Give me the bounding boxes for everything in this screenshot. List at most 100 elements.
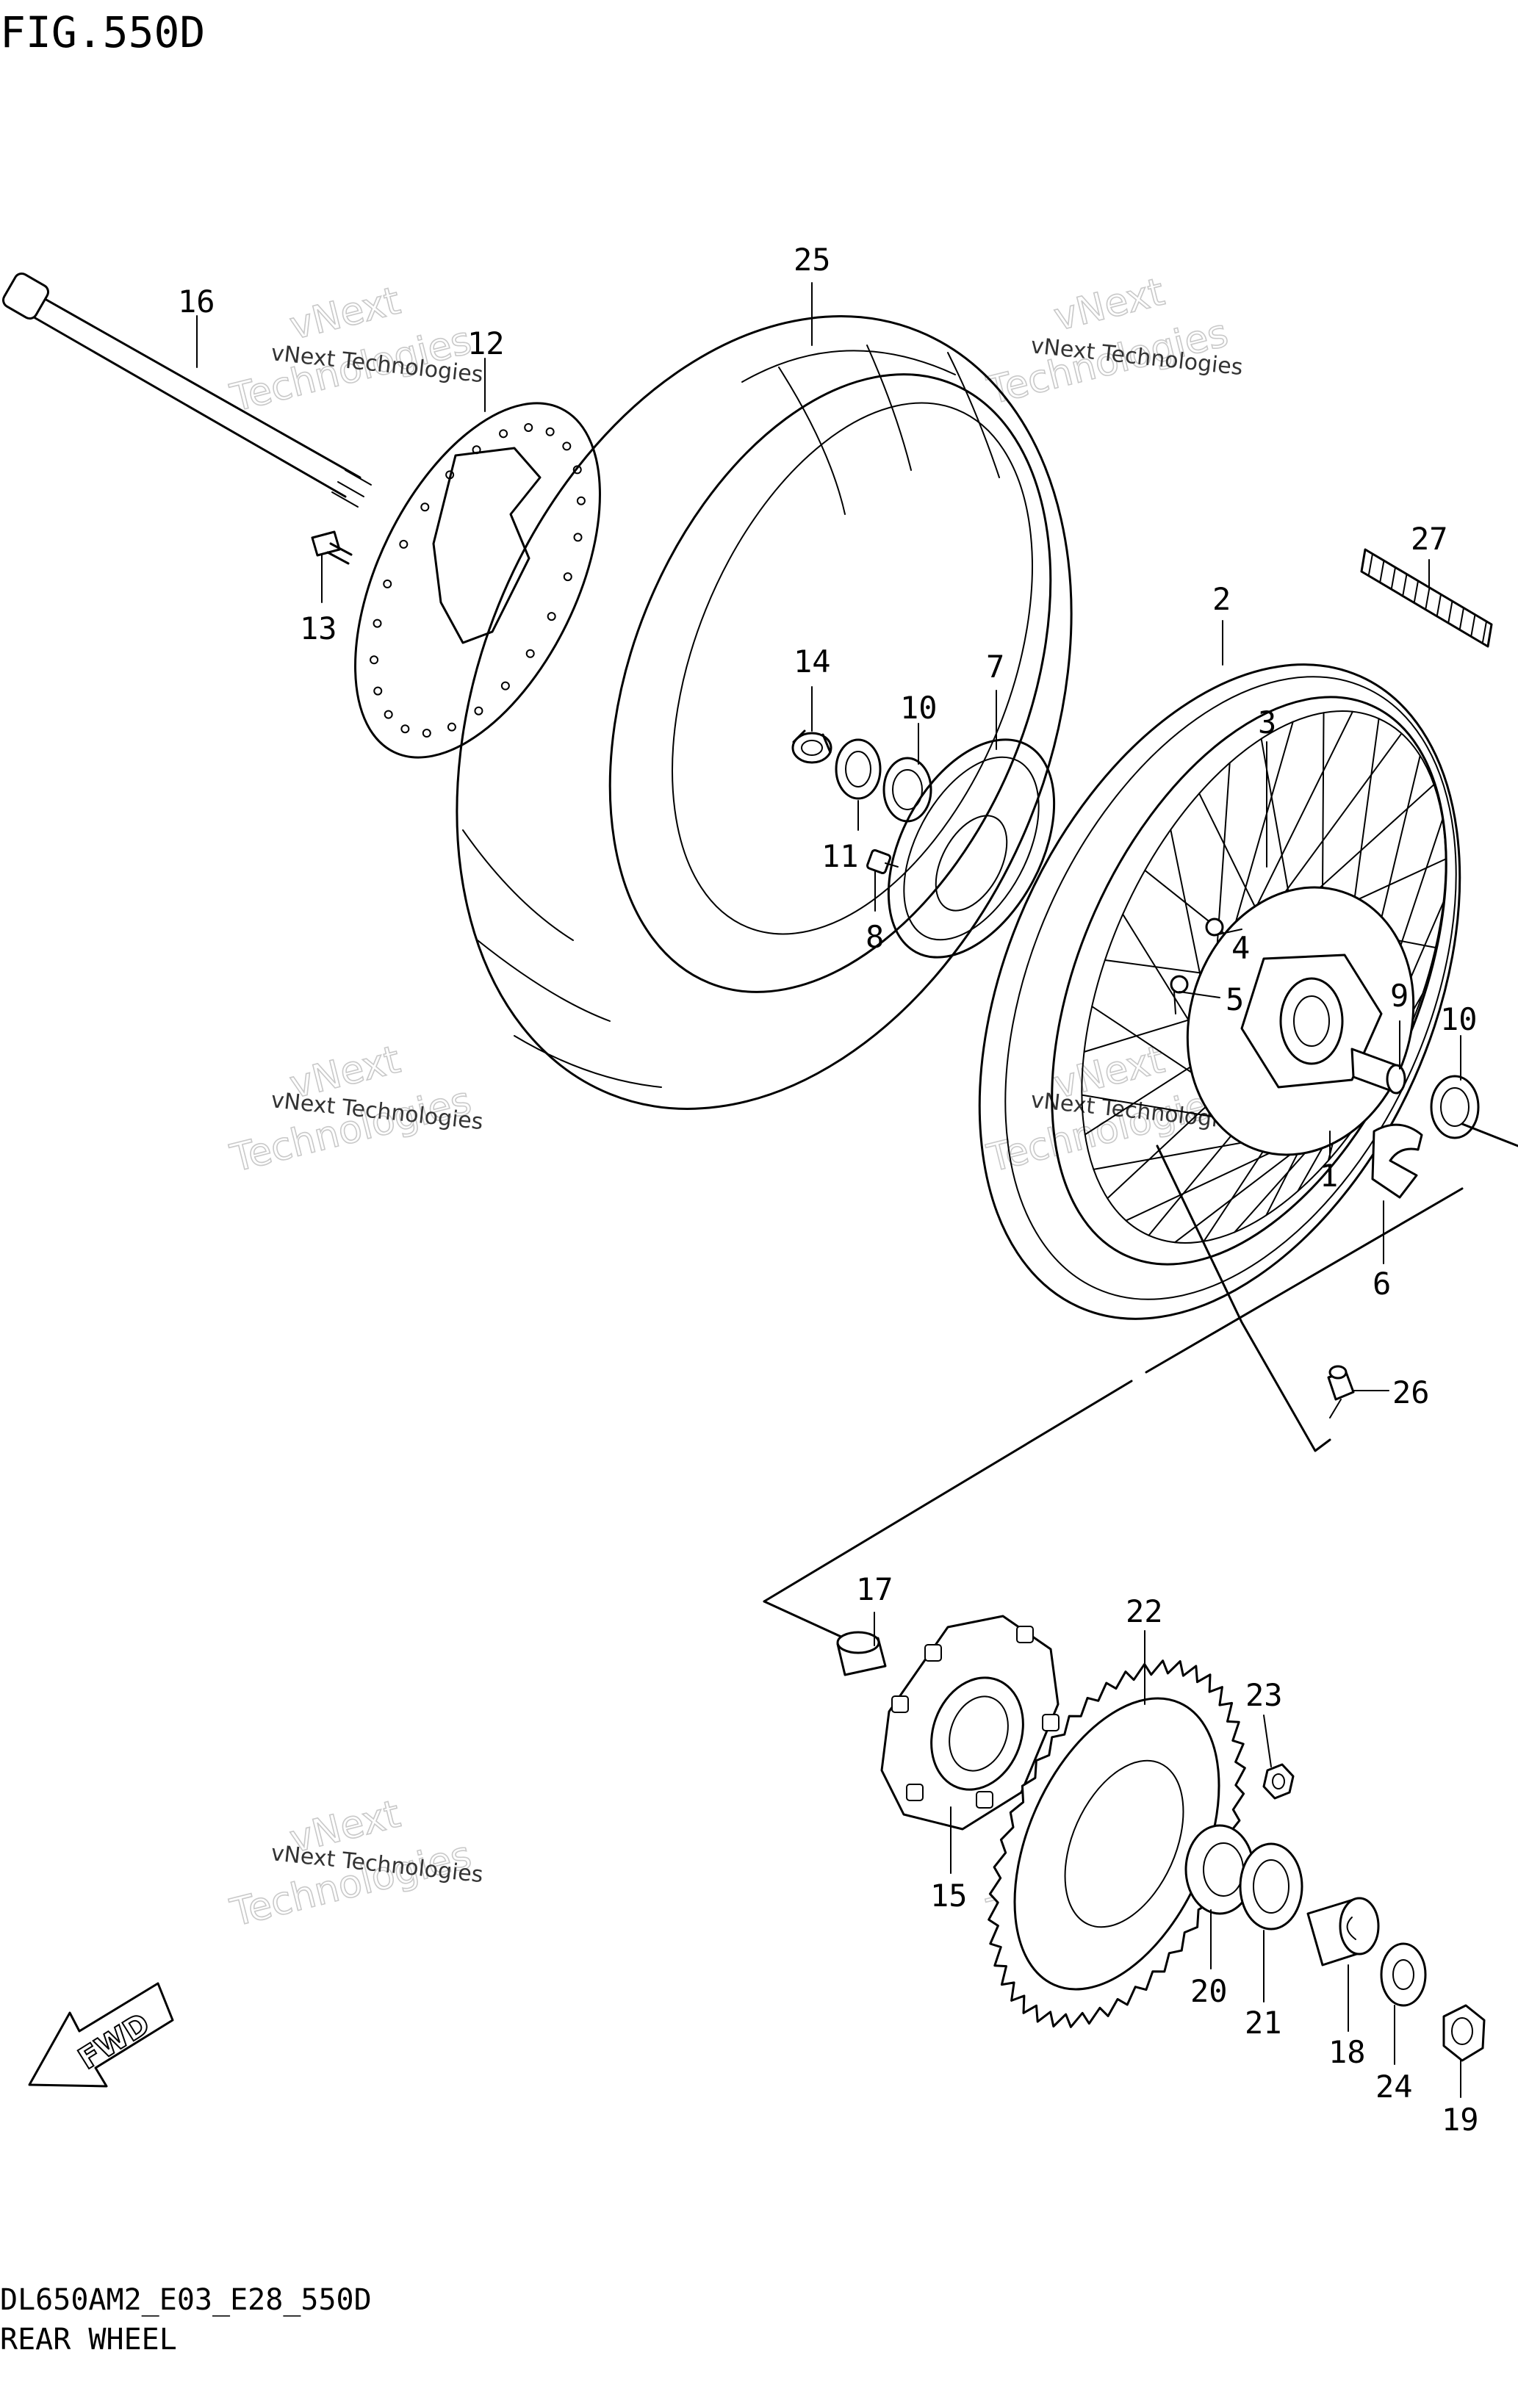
carrier-stud — [891, 1695, 909, 1713]
callout-6: 6 — [1373, 1266, 1391, 1302]
hub-collar-part — [1350, 1048, 1406, 1095]
figure-title: FIG.550D — [0, 7, 205, 57]
spoke — [1321, 712, 1325, 915]
callout-4: 4 — [1231, 930, 1250, 966]
section-name: REAR WHEEL — [0, 2323, 177, 2357]
callout-5: 5 — [1226, 981, 1244, 1017]
weight-segment — [1447, 600, 1453, 623]
callout-16: 16 — [178, 284, 215, 320]
disc-hole — [573, 533, 583, 542]
callout-7: 7 — [986, 649, 1004, 685]
callout-19: 19 — [1442, 2102, 1479, 2138]
balance-weight-part — [1360, 548, 1493, 648]
brake-disc-part — [354, 402, 601, 759]
disc-hole — [500, 681, 510, 691]
carrier-stud — [976, 1791, 993, 1809]
callout-8: 8 — [866, 919, 884, 955]
disc-hole — [474, 706, 483, 715]
bearing-part — [1184, 1824, 1255, 1915]
callout-9: 9 — [1390, 978, 1409, 1014]
weight-segment — [1436, 594, 1442, 616]
callout-10-left: 10 — [900, 690, 938, 726]
cush-damper-part — [1371, 1123, 1423, 1199]
oil-seal-part — [1239, 1842, 1303, 1931]
callout-18: 18 — [1328, 2034, 1366, 2070]
weight-segment — [1402, 573, 1408, 596]
callout-26: 26 — [1392, 1374, 1430, 1410]
collar-part — [836, 1631, 887, 1676]
callout-3: 3 — [1258, 704, 1276, 740]
weight-segment — [1425, 587, 1431, 609]
model-code: DL650AM2_E03_E28_550D — [0, 2283, 372, 2317]
spoke — [1349, 718, 1380, 931]
spacer-part — [791, 729, 832, 764]
disc-hole — [547, 612, 556, 621]
weight-segment — [1391, 566, 1396, 589]
spoke — [1260, 738, 1293, 912]
callout-23: 23 — [1245, 1677, 1283, 1713]
disc-hole — [373, 619, 382, 628]
callout-10-right: 10 — [1440, 1001, 1478, 1037]
callout-27: 27 — [1411, 521, 1448, 557]
oil-seal-part — [835, 738, 882, 800]
callout-22: 22 — [1126, 1593, 1163, 1629]
callout-14: 14 — [794, 644, 831, 679]
disc-hole — [524, 422, 533, 432]
disc-hole — [572, 465, 582, 475]
callout-17: 17 — [856, 1571, 893, 1607]
disc-hole — [472, 445, 481, 455]
disc-hole — [373, 686, 383, 696]
disc-hole — [499, 429, 508, 439]
watermark-group: vNext Technologies vNext Technologies vN… — [226, 270, 1244, 1936]
carrier-stud — [1016, 1626, 1034, 1643]
axle-nut-part — [1442, 2004, 1486, 2062]
carrier-stud — [906, 1784, 924, 1801]
rear-axle-part — [2, 273, 372, 508]
air-valve-part — [1327, 1365, 1355, 1419]
disc-hole — [400, 724, 410, 734]
weight-segment — [1414, 580, 1419, 602]
weight-segment — [1470, 613, 1476, 636]
disc-hole — [399, 539, 409, 549]
bearing-part — [882, 757, 932, 823]
callout-2: 2 — [1212, 581, 1231, 617]
spoke — [1198, 793, 1264, 923]
weight-segment — [1368, 553, 1373, 575]
callout-25: 25 — [794, 242, 831, 278]
weight-segment — [1482, 621, 1487, 643]
disc-hole — [447, 722, 456, 732]
callout-11: 11 — [821, 838, 859, 874]
callout-24: 24 — [1375, 2069, 1413, 2105]
leader-lines — [196, 282, 1461, 2098]
sprocket-nut-part — [1262, 1763, 1295, 1800]
wheel-hub-part — [1186, 886, 1415, 1156]
callout-12: 12 — [467, 325, 505, 361]
disc-hole — [563, 572, 572, 582]
disc-hole — [525, 649, 535, 658]
callout-20: 20 — [1190, 1973, 1228, 2009]
section-bracket — [763, 1122, 1518, 1643]
disc-hole — [422, 729, 431, 738]
callout-21: 21 — [1245, 2005, 1282, 2041]
callout-1: 1 — [1320, 1158, 1338, 1194]
bearing-part — [1430, 1075, 1480, 1139]
spacer-part — [1306, 1897, 1380, 1967]
sensor-ring-part — [887, 738, 1056, 959]
sprocket-teeth — [988, 1659, 1246, 2028]
carrier-stud — [1042, 1714, 1060, 1731]
disc-hole — [576, 496, 586, 505]
carrier-stud — [924, 1644, 942, 1662]
disc-hole — [370, 655, 379, 665]
tire-part — [456, 315, 1073, 1110]
sprocket-carrier-part — [880, 1615, 1060, 1831]
disc-hole — [384, 710, 393, 719]
disc-hole — [420, 502, 430, 512]
callout-13: 13 — [300, 610, 337, 646]
fwd-arrow-icon: FWD — [28, 1982, 174, 2088]
disc-hole — [383, 579, 392, 588]
disc-bolt-part — [311, 530, 353, 565]
washer-part — [1380, 1942, 1427, 2007]
disc-hole — [445, 470, 455, 480]
callout-labels: 16 12 13 25 27 2 14 7 10 3 11 8 4 5 9 10… — [178, 242, 1479, 2138]
